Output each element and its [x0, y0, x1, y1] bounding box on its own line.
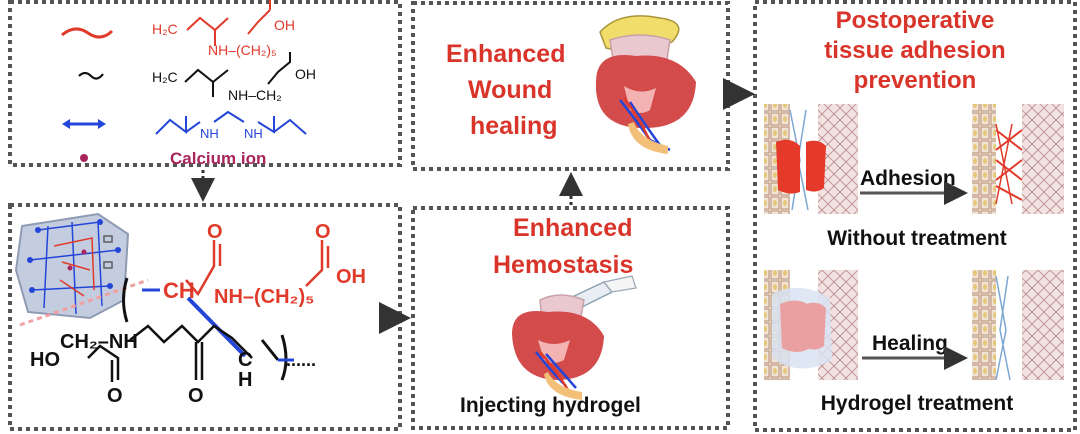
kidney-icon-wound	[595, 15, 696, 154]
zoom-guide-line	[19, 278, 149, 327]
monomer-1-h2c: H₂C	[152, 21, 178, 37]
legend-panel	[8, 0, 402, 167]
network-ch-black: C	[238, 349, 252, 371]
tissue-hydrogel-after	[972, 270, 1064, 381]
crosslinker-structure	[155, 110, 307, 135]
wound-title-line-2: Wound	[468, 76, 552, 104]
healing-label: Healing	[872, 332, 948, 355]
adhesion-panel	[753, 0, 1077, 432]
tissue-before-adhesion	[764, 104, 858, 214]
monomer-2-chain: NH–CH₂	[228, 87, 282, 103]
tissue-hydrogel-before	[764, 270, 858, 380]
network-chain: NH–(CH₂)₅	[214, 286, 314, 308]
monomer-2-structure	[184, 52, 291, 97]
monomer-1-chain: NH–(CH₂)₅	[208, 42, 277, 58]
network-panel	[8, 203, 402, 431]
calcium-ion-label: Calcium ion	[170, 149, 266, 168]
network-o-gly: O	[107, 385, 123, 407]
hemostasis-title-line-2: Hemostasis	[493, 251, 633, 279]
network-h: H	[238, 369, 252, 391]
network-gly-chain: CH₂–NH	[60, 331, 138, 353]
monomer-1-oh: OH	[274, 17, 295, 33]
legend-red-chain-symbol	[61, 27, 114, 39]
network-o-amide: O	[188, 385, 204, 407]
monomer-1-structure	[186, 0, 271, 46]
network-dots: ......	[286, 350, 316, 370]
hemostasis-title-line-1: Enhanced	[513, 214, 632, 242]
hydrogel-network-blob	[14, 212, 130, 320]
kidney-icon-hemostasis	[512, 294, 604, 400]
network-ch: CH	[163, 278, 195, 303]
crosslinker-nh-right: NH	[244, 126, 263, 141]
calcium-ion-dot	[80, 154, 88, 162]
monomer-2-oh: OH	[295, 66, 316, 82]
without-treatment-label: Without treatment	[827, 227, 1006, 250]
adhesion-title-line-1: Postoperative	[836, 7, 995, 34]
network-acid-oh: OH	[336, 266, 366, 288]
hemostasis-caption: Injecting hydrogel	[460, 394, 641, 417]
hemostasis-panel	[411, 206, 730, 430]
network-o-top: O	[207, 221, 223, 243]
network-gly-ho: HO	[30, 349, 60, 371]
polymer-backbone	[87, 240, 330, 382]
adhesion-label: Adhesion	[860, 167, 956, 190]
hydrogel-treatment-label: Hydrogel treatment	[821, 392, 1014, 415]
crosslinker-nh-left: NH	[200, 126, 219, 141]
adhesion-title-line-2: tissue adhesion	[824, 37, 1005, 64]
wound-title-line-1: Enhanced	[446, 40, 565, 68]
legend-blue-crosslink-symbol	[62, 119, 106, 129]
monomer-2-h2c: H₂C	[152, 69, 178, 85]
network-o-acid: O	[315, 221, 331, 243]
tissue-after-adhesion	[972, 104, 1064, 214]
wound-title-line-3: healing	[470, 112, 558, 140]
adhesion-title-line-3: prevention	[854, 67, 977, 94]
legend-black-chain-symbol	[78, 71, 104, 80]
